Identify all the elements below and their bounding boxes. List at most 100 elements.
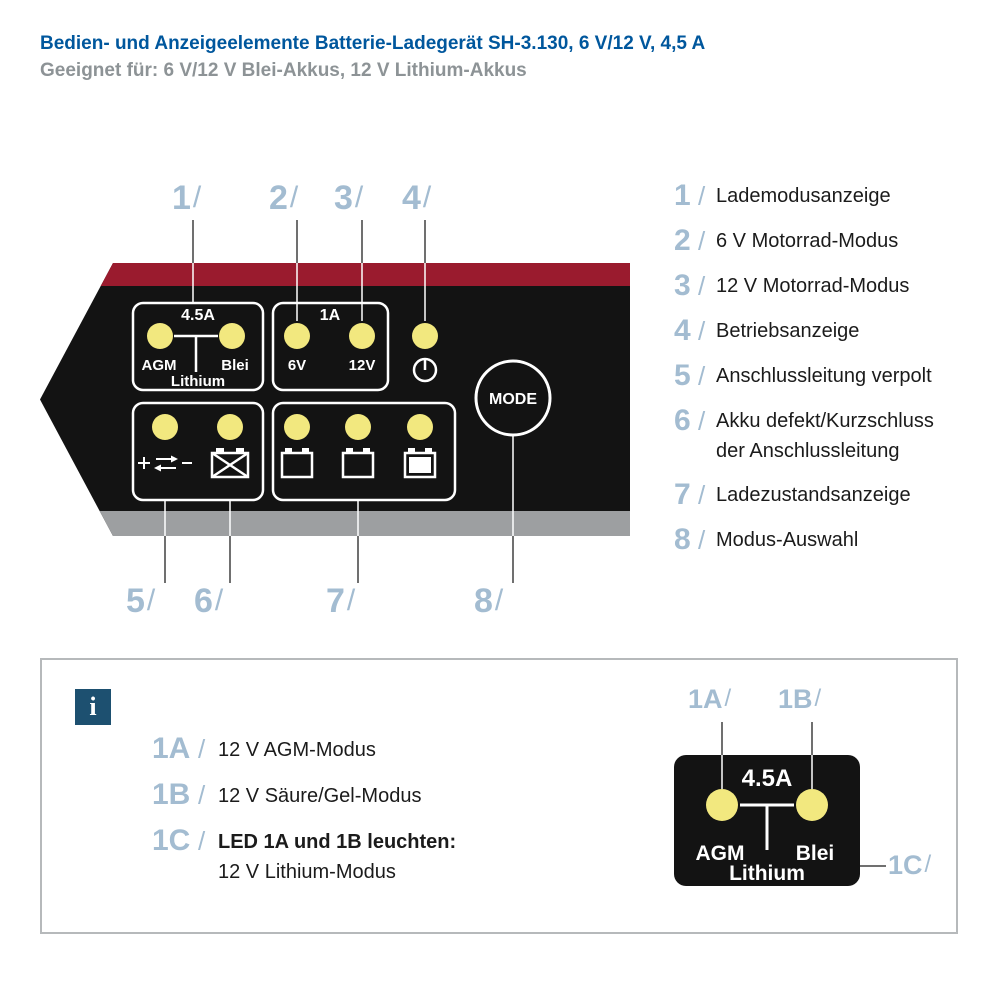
info-item-text-bold: LED 1A und 1B leuchten: [218,831,457,853]
led-charge-low [284,414,310,440]
info-item-number: 1B [152,778,191,811]
slash-mark: / [814,685,822,712]
legend-number: 5 [674,359,691,392]
fault-box [131,401,265,502]
slash-mark: / [494,584,504,617]
legend-number: 2 [674,224,691,257]
slash-mark: / [354,181,364,214]
callout-2: 2/ [269,181,298,215]
slash-mark: / [198,734,206,764]
callout-number: 1A [688,684,723,714]
legend-number: 8 [674,523,691,556]
slash-mark: / [698,226,706,256]
legend-text: 12 V Motorrad-Modus [716,275,910,297]
callout-number: 4 [402,179,421,217]
lithium-label: Lithium [171,373,225,390]
legend-number: 6 [674,404,691,437]
detail-callout-lines-inner [721,755,813,789]
callout-number: 3 [334,179,353,217]
detail-callout-1b: 1B/ [778,684,821,714]
slash-mark: / [346,584,356,617]
callout-number: 7 [326,582,345,620]
power-icon [412,357,438,383]
6v-label: 6V [288,357,306,374]
info-item-1b: 1B/ 12 V Säure/Gel-Modus [152,779,456,811]
callout-number: 6 [194,582,213,620]
detail-callout-lines-outer [721,722,886,867]
detail-callout-1c: 1C/ [888,850,931,880]
callout-4: 4/ [402,181,431,215]
reverse-polarity-icon [138,455,192,472]
info-item-number: 1C [152,824,191,857]
slash-mark: / [698,271,706,301]
detail-callout-1a: 1A/ [688,684,731,714]
charge-state-box [271,401,457,502]
led-power [412,323,438,349]
detail-led-agm [706,789,738,821]
legend-item-1: 1/ Lademodusanzeige [674,180,954,212]
slash-mark: / [698,316,706,346]
detail-led-group [706,789,828,821]
device-diagram: 4.5A AGM Blei Lithium 1A 6V 12V MODE [40,220,631,583]
slash-mark: / [198,780,206,810]
mode-button [474,359,552,437]
legend-item-2: 2/ 6 V Motorrad-Modus [674,225,954,257]
callout-number: 1 [172,179,191,217]
slash-mark: / [289,181,299,214]
callout-6: 6/ [194,584,223,618]
legend-number: 7 [674,478,691,511]
callout-lines-outer [164,220,514,583]
slash-mark: / [192,181,202,214]
callout-number: 1C [888,850,923,880]
voltage-box [271,301,390,392]
legend-number: 1 [674,179,691,212]
led-charge-full [407,414,433,440]
device-bottom-stripe [99,511,631,536]
info-item-text: 12 V Säure/Gel-Modus [218,785,422,807]
detail-amp-label: 4.5A [742,765,793,792]
callout-number: 8 [474,582,493,620]
legend-item-3: 3/ 12 V Motorrad-Modus [674,270,954,302]
battery-level-icons [280,448,437,479]
legend-item-7: 7/ Ladezustandsanzeige [674,479,954,511]
led-reverse-polarity [152,414,178,440]
led-group [147,323,438,440]
led-6v [284,323,310,349]
info-item-text: 12 V AGM-Modus [218,739,376,761]
callout-lines-inner [164,263,514,536]
detail-agm-label: AGM [696,842,745,865]
led-agm [147,323,173,349]
legend-text: Betriebsanzeige [716,320,860,342]
slash-mark: / [214,584,224,617]
led-charge-mid [345,414,371,440]
slash-mark: / [198,826,206,856]
page-title: Bedien- und Anzeigeelemente Batterie-Lad… [40,33,706,54]
legend-text: Ladezustandsanzeige [716,484,911,506]
legend-text: Lademodusanzeige [716,185,891,207]
callout-number: 1B [778,684,813,714]
legend-text: 6 V Motorrad-Modus [716,230,899,252]
detail-lithium-connector [740,803,794,850]
slash-mark: / [698,406,706,436]
battery-defect-icon [210,448,250,479]
page-subtitle: Geeignet für: 6 V/12 V Blei-Akkus, 12 V … [40,60,527,81]
legend: 1/ Lademodusanzeige 2/ 6 V Motorrad-Modu… [674,180,954,569]
callout-1: 1/ [172,181,201,215]
callout-5: 5/ [126,584,155,618]
led-12v [349,323,375,349]
slash-mark: / [724,685,732,712]
slash-mark: / [698,480,706,510]
detail-led-blei [796,789,828,821]
info-item-text-line2: 12 V Lithium-Modus [218,861,396,883]
legend-number: 4 [674,314,691,347]
legend-text: Anschlussleitung verpolt [716,365,932,387]
12v-label: 12V [349,357,376,374]
detail-blei-label: Blei [796,842,835,865]
info-list: 1A/ 12 V AGM-Modus 1B/ 12 V Säure/Gel-Mo… [152,733,456,901]
legend-item-4: 4/ Betriebsanzeige [674,315,954,347]
legend-item-8: 8/ Modus-Auswahl [674,524,954,556]
device-body [40,263,630,536]
agm-label: AGM [142,357,177,374]
led-blei [219,323,245,349]
mode-button-label: MODE [489,391,537,408]
